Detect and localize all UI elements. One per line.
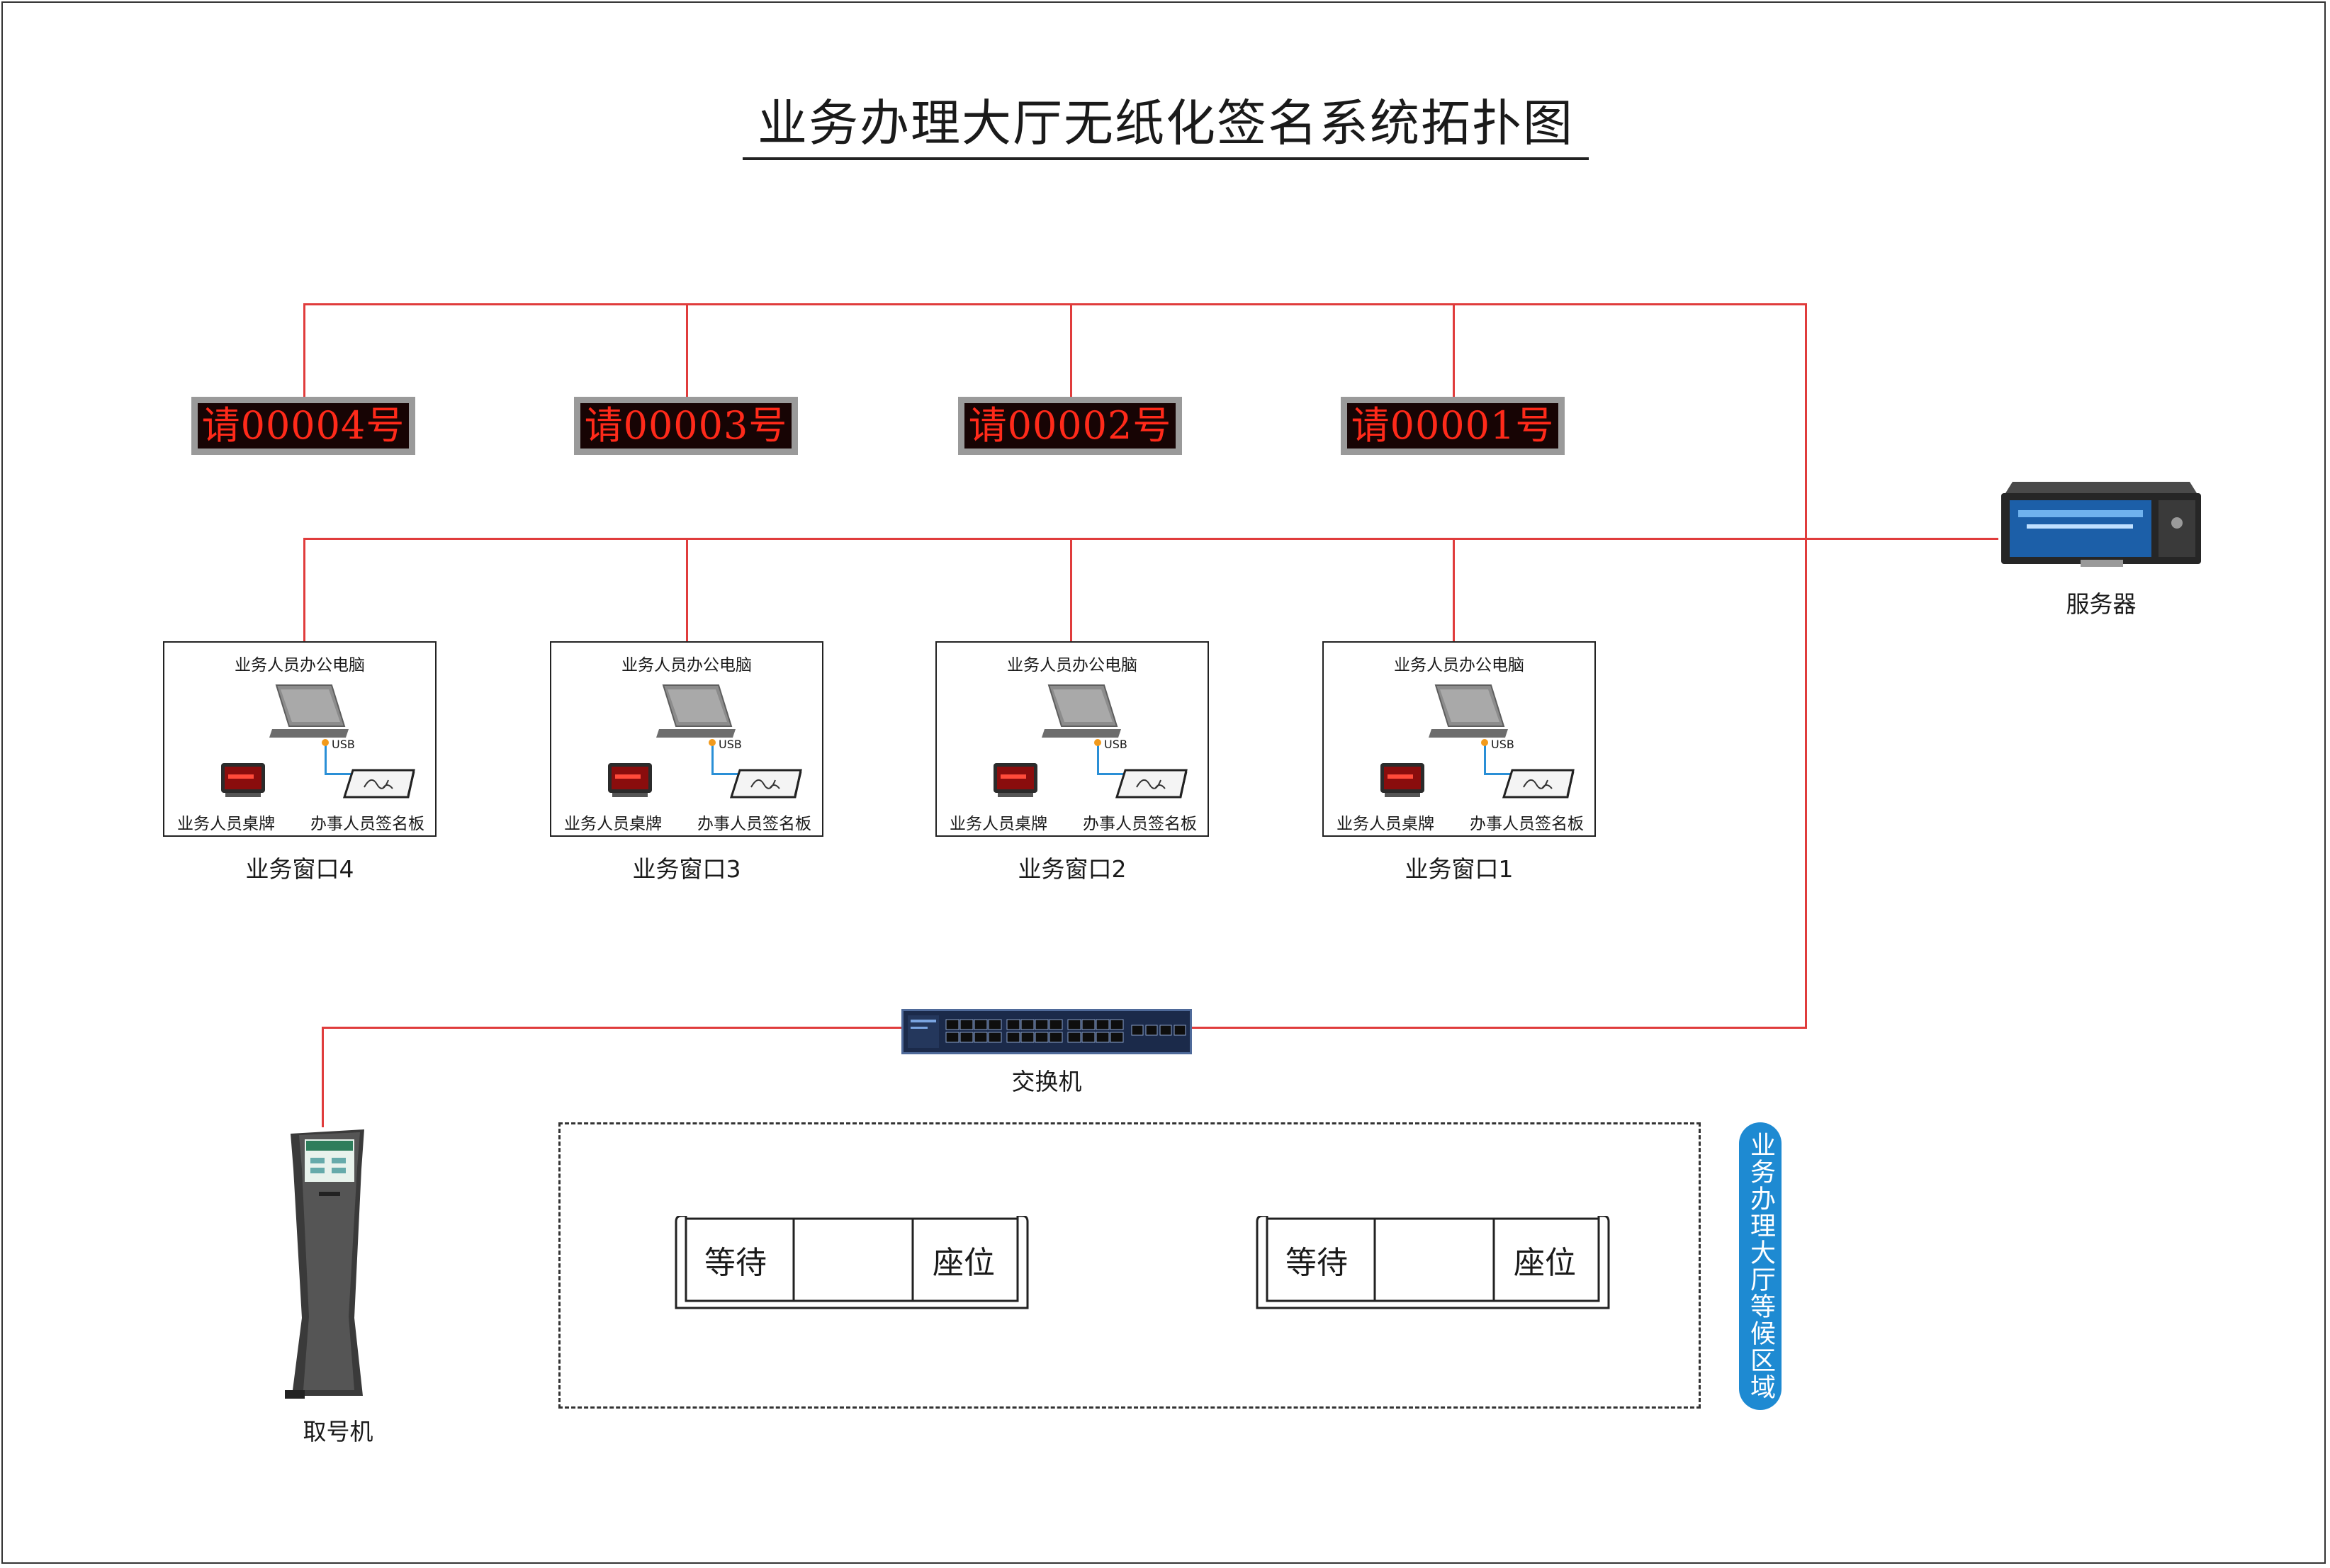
usb-port-icon — [1094, 739, 1101, 746]
led-drop-1 — [1453, 303, 1455, 404]
pad-label: 办事人员签名板 — [1470, 815, 1584, 833]
badge-label: 业务人员桌牌 — [564, 815, 662, 833]
window-name-2: 业务窗口2 — [1018, 855, 1127, 883]
signature-pad-icon — [1502, 769, 1575, 799]
badge-label: 业务人员桌牌 — [177, 815, 275, 833]
led-drop-3 — [686, 303, 688, 404]
switch-label: 交换机 — [1011, 1068, 1082, 1095]
pc-label: 业务人员办公电脑 — [1394, 656, 1524, 675]
badge-label: 业务人员桌牌 — [950, 815, 1047, 833]
usb-cable-line — [325, 743, 327, 774]
usb-label: USB — [1491, 738, 1514, 751]
bench-2: 等待 座位 — [1253, 1216, 1613, 1315]
kiosk-drop-line — [322, 1027, 324, 1127]
usb-label: USB — [1104, 738, 1127, 751]
server-label: 服务器 — [2066, 590, 2137, 618]
usb-label: USB — [719, 738, 742, 751]
trunk-line — [1805, 303, 1807, 1029]
led-text: 请00001号 — [1347, 403, 1558, 449]
pc-label: 业务人员办公电脑 — [235, 656, 365, 675]
window-name-1: 业务窗口1 — [1405, 855, 1514, 883]
window-box-2: 业务人员办公电脑 USB 业务人员桌牌 办事人员签名板 — [935, 641, 1209, 837]
window-drop-2 — [1070, 538, 1072, 641]
desk-badge-icon — [608, 763, 652, 797]
usb-cable-line — [1097, 743, 1099, 774]
server-icon — [2001, 482, 2201, 567]
pad-label: 办事人员签名板 — [697, 815, 811, 833]
window-drop-1 — [1453, 538, 1455, 641]
pc-label: 业务人员办公电脑 — [621, 656, 752, 675]
window-drop-4 — [303, 538, 305, 641]
pad-label: 办事人员签名板 — [1083, 815, 1197, 833]
waiting-area — [558, 1122, 1701, 1409]
led-text: 请00004号 — [198, 403, 409, 449]
window-box-4: 业务人员办公电脑 USB 业务人员桌牌 办事人员签名板 — [163, 641, 437, 837]
led-display-3: 请00003号 — [574, 397, 798, 455]
window-drop-3 — [686, 538, 688, 641]
usb-cable-line — [325, 773, 360, 775]
laptop-icon — [1429, 684, 1508, 738]
bench-1: 等待 座位 — [672, 1216, 1032, 1315]
ticket-kiosk-icon — [285, 1129, 364, 1399]
usb-cable-line — [711, 743, 714, 774]
laptop-icon — [1042, 684, 1121, 738]
kiosk-label: 取号机 — [303, 1418, 373, 1445]
led-drop-4 — [303, 303, 305, 404]
bench-outline-icon — [1256, 1216, 1610, 1309]
desk-badge-icon — [221, 763, 265, 797]
laptop-icon — [269, 684, 349, 738]
bench-left-label: 等待 — [704, 1245, 767, 1281]
bench-left-label: 等待 — [1285, 1245, 1348, 1281]
led-text: 请00002号 — [964, 403, 1176, 449]
desk-badge-icon — [994, 763, 1037, 797]
led-display-2: 请00002号 — [958, 397, 1182, 455]
window-box-1: 业务人员办公电脑 USB 业务人员桌牌 办事人员签名板 — [1322, 641, 1596, 837]
usb-port-icon — [1481, 739, 1488, 746]
diagram-title: 业务办理大厅无纸化签名系统拓扑图 — [758, 94, 1574, 152]
led-bus-line — [303, 303, 1807, 305]
switch-ports-icon — [908, 1015, 1186, 1048]
switch-left-line — [322, 1027, 901, 1029]
waiting-area-label: 业务办理大厅等候区域 — [1739, 1122, 1782, 1410]
bench-right-label: 座位 — [1514, 1245, 1576, 1281]
title-underline — [743, 157, 1589, 160]
pc-label: 业务人员办公电脑 — [1007, 656, 1137, 675]
led-text: 请00003号 — [580, 403, 792, 449]
network-switch-icon — [901, 1009, 1192, 1054]
window-box-3: 业务人员办公电脑 USB 业务人员桌牌 办事人员签名板 — [550, 641, 823, 837]
window-bus-line — [303, 538, 1998, 540]
led-display-4: 请00004号 — [191, 397, 415, 455]
switch-right-line — [1192, 1027, 1807, 1029]
window-name-3: 业务窗口3 — [632, 855, 741, 883]
usb-cable-line — [1484, 743, 1486, 774]
signature-pad-icon — [1115, 769, 1188, 799]
badge-label: 业务人员桌牌 — [1336, 815, 1434, 833]
bench-outline-icon — [675, 1216, 1029, 1309]
usb-port-icon — [709, 739, 716, 746]
signature-pad-icon — [730, 769, 802, 799]
desk-badge-icon — [1380, 763, 1424, 797]
usb-cable-line — [1097, 773, 1132, 775]
pad-label: 办事人员签名板 — [310, 815, 424, 833]
window-name-4: 业务窗口4 — [245, 855, 354, 883]
usb-cable-line — [711, 773, 747, 775]
signature-pad-icon — [343, 769, 415, 799]
laptop-icon — [656, 684, 736, 738]
usb-cable-line — [1484, 773, 1519, 775]
led-display-1: 请00001号 — [1341, 397, 1565, 455]
bench-right-label: 座位 — [933, 1245, 995, 1281]
led-drop-2 — [1070, 303, 1072, 404]
usb-label: USB — [332, 738, 355, 751]
usb-port-icon — [322, 739, 329, 746]
